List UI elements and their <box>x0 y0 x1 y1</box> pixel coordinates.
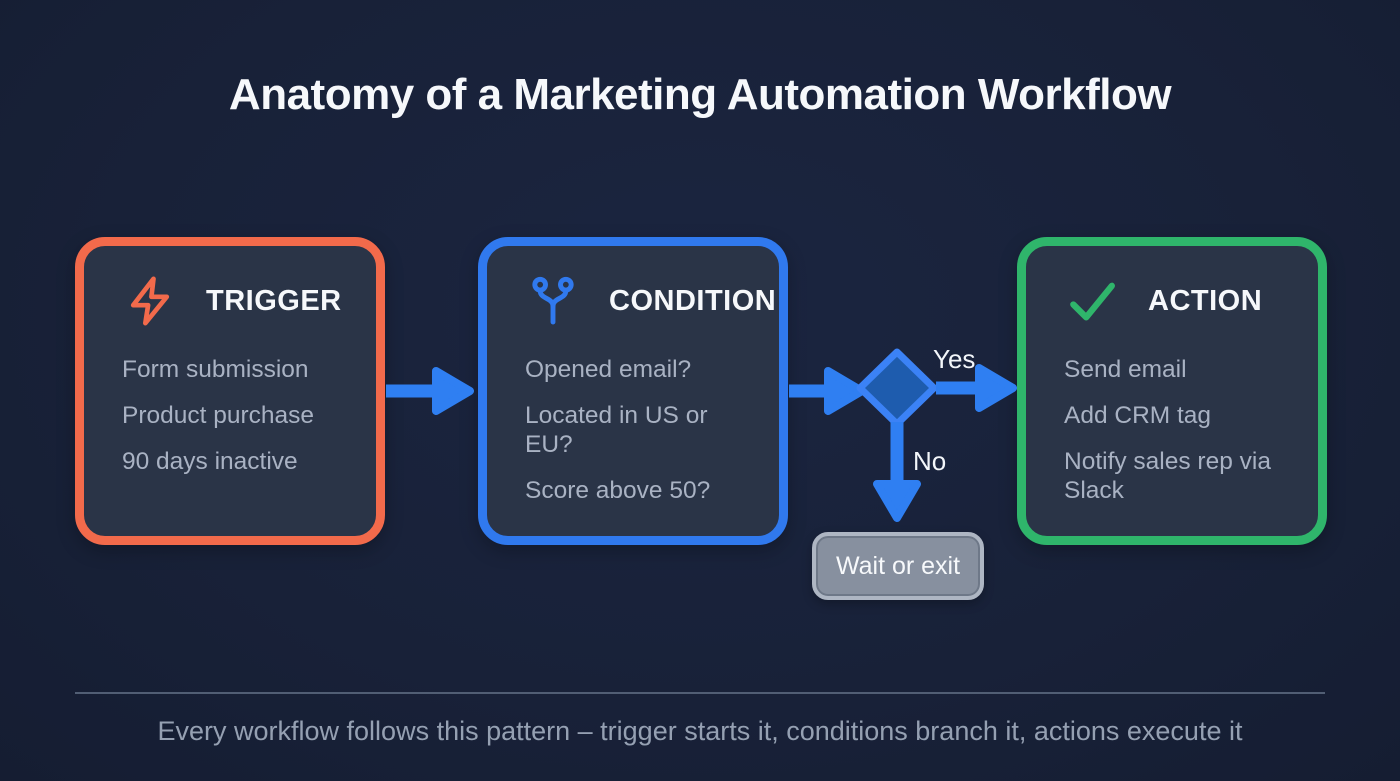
page-title: Anatomy of a Marketing Automation Workfl… <box>228 70 1172 119</box>
condition-title: CONDITION <box>609 284 777 317</box>
list-item: Notify sales rep via Slack <box>1064 447 1271 504</box>
wait-or-exit-node: Wait or exit <box>812 532 984 600</box>
arrow-condition-to-diamond <box>789 367 866 415</box>
list-item: Score above 50? <box>525 476 711 504</box>
footer-divider <box>75 692 1325 694</box>
no-branch-label: No <box>913 446 947 476</box>
list-item: Send email <box>1064 356 1187 383</box>
action-items: Send email Add CRM tag Notify sales rep … <box>1026 356 1318 506</box>
list-item: 90 days inactive <box>122 447 298 475</box>
arrow-trigger-to-condition <box>386 367 474 415</box>
checkmark-icon <box>1064 271 1120 331</box>
trigger-title: TRIGGER <box>206 284 342 317</box>
action-header: ACTION <box>1026 246 1318 332</box>
condition-header: CONDITION <box>487 246 779 332</box>
branch-icon <box>525 271 581 331</box>
yes-branch-label: Yes <box>933 344 976 374</box>
wait-or-exit-label: Wait or exit <box>835 551 961 580</box>
condition-items: Opened email? Located in US or EU? Score… <box>487 356 779 506</box>
action-title: ACTION <box>1148 284 1263 317</box>
list-item: Located in US or EU? <box>525 401 708 458</box>
trigger-node: TRIGGER Form submission Product purchase… <box>75 237 385 545</box>
list-item: Product purchase <box>122 401 315 429</box>
condition-node: CONDITION Opened email? Located in US or… <box>478 237 788 545</box>
lightning-bolt-icon <box>122 271 178 331</box>
list-item: Opened email? <box>525 356 692 383</box>
list-item: Add CRM tag <box>1064 401 1212 429</box>
list-item: Form submission <box>122 356 309 383</box>
trigger-items: Form submission Product purchase 90 days… <box>84 356 376 477</box>
action-node: ACTION Send email Add CRM tag Notify sal… <box>1017 237 1327 545</box>
arrow-no-to-wait <box>873 422 921 522</box>
decision-diamond <box>856 348 938 428</box>
trigger-header: TRIGGER <box>84 246 376 332</box>
footer-caption: Every workflow follows this pattern – tr… <box>157 716 1243 746</box>
